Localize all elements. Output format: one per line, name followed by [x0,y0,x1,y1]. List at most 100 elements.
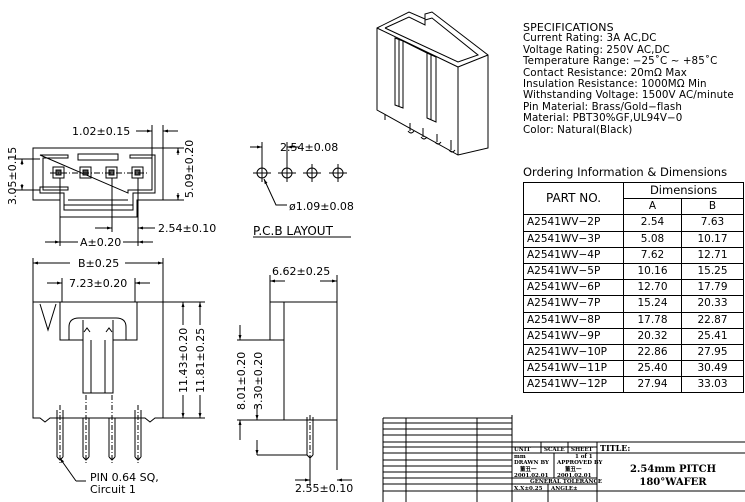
header-b: B [681,198,744,216]
cell-a: 22.86 [623,343,682,362]
cell-b: 10.17 [681,230,744,248]
cell-b: 27.95 [681,343,744,362]
cell-b: 17.79 [681,279,744,297]
unit-value: mm [514,454,526,460]
spec-line: Contact Resistance: 20mΩ Max [523,66,687,79]
scale-label: SCALE [544,447,565,453]
unit-label: UNIT [514,447,531,453]
spec-line: Pin Material: Brass/Gold−flash [523,100,683,113]
approved-by-label: APPROVED BY [556,460,602,466]
spec-line: Current Rating: 3A AC,DC [523,32,657,45]
pin-note: PIN 0.64 SQ, [90,471,159,484]
tolerance-x: X.X±0.25 [514,486,543,492]
dim-side-height: 8.01±0.20 [235,352,248,410]
cell-part: A2541WV−3P [523,230,624,248]
title-label: TITLE: [600,443,630,453]
dim-a: A±0.20 [80,236,121,249]
cell-b: 12.71 [681,246,744,264]
spec-line: Color: Natural(Black) [523,123,633,136]
isometric-view [376,11,489,156]
pcb-dim-pitch: 2.54±0.08 [280,141,338,154]
header-part-no: PART NO. [523,181,624,216]
pcb-dim-hole: ø1.09±0.08 [289,200,354,213]
cell-part: A2541WV−9P [523,327,624,345]
cell-b: 15.25 [681,262,744,281]
pins [56,395,142,463]
angle-label: ANGLE± [550,486,578,492]
spec-line: Insulation Resistance: 1000MΩ Min [523,78,707,91]
cell-part: A2541WV−4P [523,246,624,264]
spec-line: Voltage Rating: 250V AC,DC [523,43,670,56]
header-a: A [623,198,682,216]
cell-b: 25.41 [681,327,744,345]
dim-depth: 6.62±0.25 [272,265,330,278]
circuit-note: Circuit 1 [90,483,136,496]
title-line-2: 180°WAFER [639,477,707,488]
approved-date: 2001.02.01 [557,473,592,479]
cell-a: 15.24 [623,295,682,313]
dim-height-2: 11.81±0.25 [194,328,207,393]
cell-a: 5.08 [623,230,682,248]
sheet-label: SHEET [571,447,594,453]
cell-part: A2541WV−2P [523,214,624,232]
header-dimensions: Dimensions [623,181,744,200]
drawn-date: 2001.02.01 [514,473,549,479]
ordering-title: Ordering Information & Dimensions [523,165,728,179]
pcb-layout [250,142,351,238]
approved-by-name: 董丑一 [565,465,582,473]
cell-part: A2541WV−10P [523,343,624,362]
cell-b: 20.33 [681,295,744,313]
cell-b: 7.63 [681,214,744,232]
cell-a: 10.16 [623,262,682,281]
cell-a: 27.94 [623,376,682,394]
cell-b: 33.03 [681,376,744,394]
spec-line: Temperature Range: −25˚C ~ +85˚C [523,55,718,68]
specifications-heading: SPECIFICATIONS [523,21,614,34]
top-view [14,125,184,246]
cell-part: A2541WV−8P [523,311,624,329]
cell-b: 30.49 [681,360,744,378]
dim-pin-length: 3.30±0.20 [252,352,265,410]
dim-inner-width: 7.23±0.20 [69,277,127,290]
cell-a: 7.62 [623,246,682,264]
cell-a: 2.54 [623,214,682,232]
dim-outer-height: 5.09±0.20 [183,140,196,198]
dim-height-1: 11.43±0.20 [177,328,190,393]
cell-part: A2541WV−12P [523,376,624,394]
dim-inner-height: 3.05±0.15 [6,147,19,205]
title-block [382,415,745,502]
dim-pitch: 2.54±0.10 [158,222,216,235]
drawn-by-label: DRAWN BY [514,460,549,466]
specifications: SPECIFICATIONS Current Rating: 3A AC,DC … [523,22,734,136]
dim-pin-offset: 2.55±0.10 [295,482,353,495]
cell-a: 17.78 [623,311,682,329]
front-view [32,258,205,482]
cell-part: A2541WV−5P [523,262,624,281]
cell-part: A2541WV−6P [523,279,624,297]
title-line-1: 2.54mm PITCH [630,464,716,475]
spec-line: Withstanding Voltage: 1500V AC/minute [523,89,734,102]
cell-a: 20.32 [623,327,682,345]
cell-b: 22.87 [681,311,744,329]
pcb-layout-label: P.C.B LAYOUT [253,224,334,238]
spec-line: Material: PBT30%GF,UL94V−0 [523,112,683,125]
cell-a: 25.40 [623,360,682,378]
tolerance-label: GENERAL TOLERANCE [530,479,602,485]
side-view [237,275,352,486]
dim-pin-width: 1.02±0.15 [72,125,130,138]
cell-a: 12.70 [623,279,682,297]
drawn-by-name: 董丑一 [520,465,537,473]
cell-part: A2541WV−7P [523,295,624,313]
